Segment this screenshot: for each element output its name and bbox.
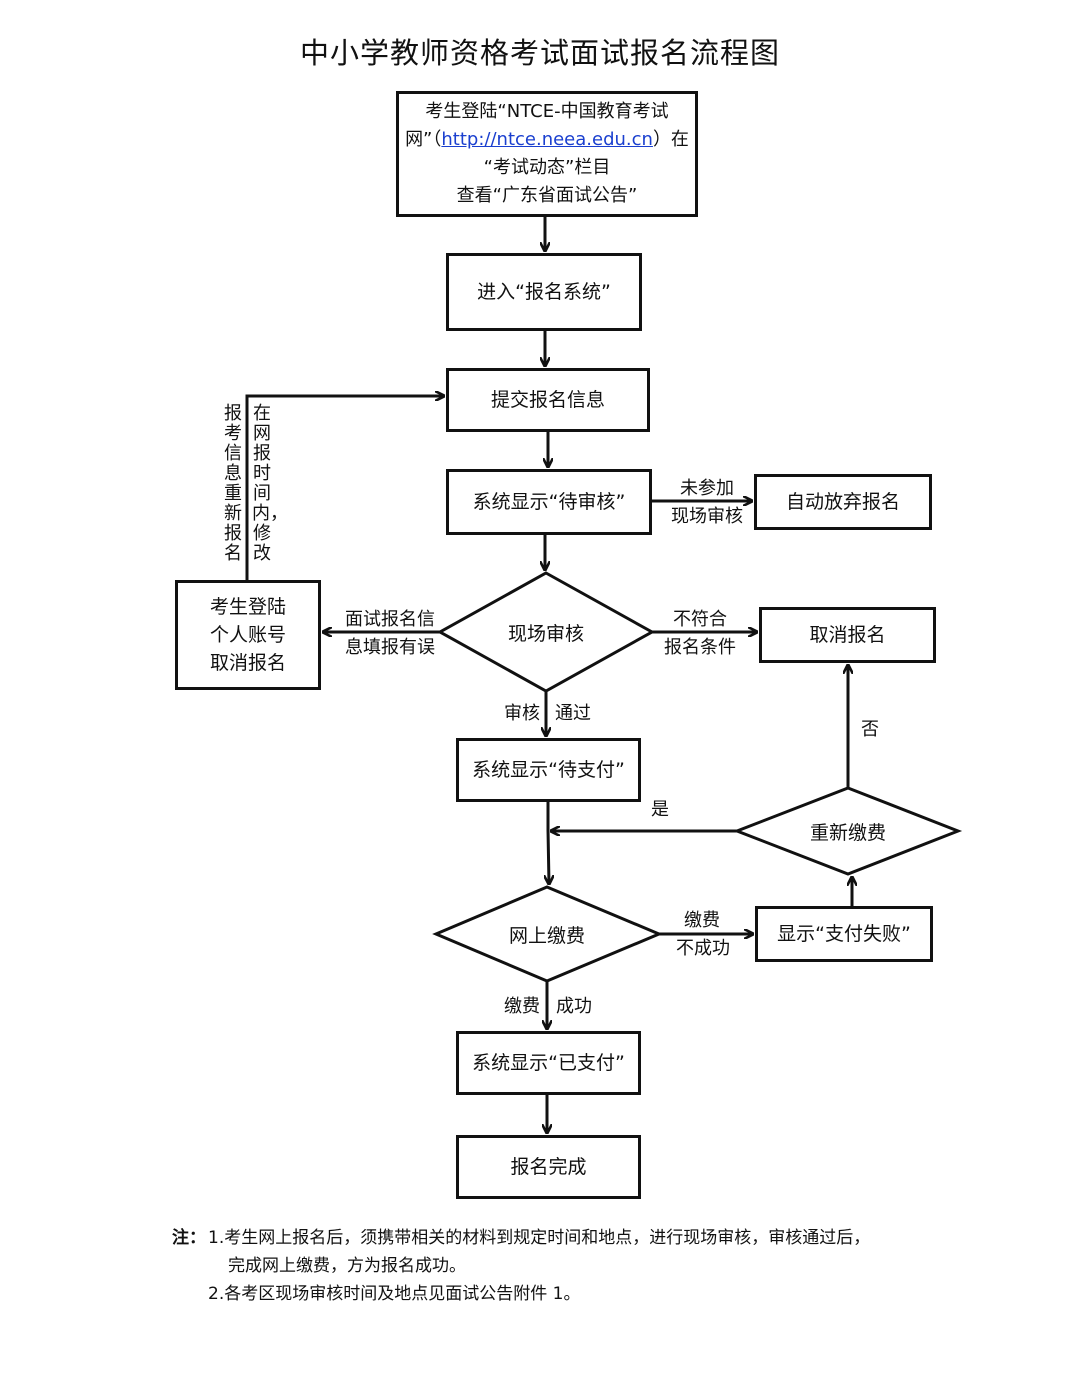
node-cancel-self: 考生登陆 个人账号 取消报名	[175, 580, 321, 690]
node-paid: 系统显示“已支付”	[456, 1031, 641, 1095]
label-not-meet-2: 报名条件	[664, 637, 736, 658]
node-pending-review: 系统显示“待审核”	[446, 469, 652, 535]
notes-item1-line1: 1.考生网上报名后，须携带相关的材料到规定时间和地点，进行现场审核，审核通过后，	[208, 1228, 871, 1248]
label-pay-ok-2: 成功	[556, 996, 592, 1017]
label-review-1: 审核	[504, 703, 540, 724]
node-complete: 报名完成	[456, 1135, 641, 1199]
cancel-self-line-2: 个人账号	[209, 624, 286, 646]
node-auto-abandon: 自动放弃报名	[754, 474, 932, 530]
diamond-repay	[732, 786, 963, 876]
cancel-self-line-3: 取消报名	[209, 652, 286, 674]
label-info-error-2: 息填报有误	[345, 637, 435, 658]
label-pay-fail-2: 不成功	[676, 938, 730, 959]
label-info-error-1: 面试报名信	[345, 609, 435, 630]
label-not-attend-1: 未参加	[680, 478, 734, 499]
node-onsite-review: 现场审核	[507, 623, 584, 645]
label-not-meet-1: 不符合	[673, 609, 727, 630]
node-pending-payment: 系统显示“待支付”	[456, 738, 641, 802]
notes-prefix: 注：	[172, 1228, 206, 1248]
node-enter-system: 进入“报名系统”	[446, 253, 642, 331]
start-line-3: “考试动态”栏目	[483, 157, 611, 178]
label-pay-ok-1: 缴费	[504, 996, 540, 1017]
ntce-link[interactable]: http://ntce.neea.edu.cn	[441, 129, 653, 150]
label-reenter-col1: 报考信息重新报名	[224, 403, 242, 564]
node-cancel-registration: 取消报名	[759, 607, 936, 663]
arrow-loop-to-submit	[245, 396, 444, 580]
start-line-2a: 网”（	[405, 129, 442, 150]
start-line-2: 网”（http://ntce.neea.edu.cn）在	[405, 126, 689, 154]
start-line-1: 考生登陆“NTCE-中国教育考试	[425, 101, 669, 122]
node-online-payment: 网上缴费	[508, 925, 585, 947]
label-not-attend-2: 现场审核	[671, 506, 743, 527]
node-payment-failed: 显示“支付失败”	[755, 906, 933, 962]
arrow-pending-payment-to-online	[548, 802, 549, 884]
start-line-2b: ）在	[652, 129, 689, 150]
page-title: 中小学教师资格考试面试报名流程图	[299, 36, 780, 70]
start-line-4: 查看“广东省面试公告”	[456, 185, 638, 206]
label-review-2: 通过	[555, 703, 591, 724]
label-pay-fail-1: 缴费	[684, 910, 720, 931]
cancel-self-line-1: 考生登陆	[209, 596, 286, 618]
node-submit-info: 提交报名信息	[446, 368, 650, 432]
node-repay: 重新缴费	[809, 822, 886, 844]
label-reenter-col2: 在网报时间内，修改	[252, 403, 288, 564]
node-start: 考生登陆“NTCE-中国教育考试 网”（http://ntce.neea.edu…	[396, 91, 698, 217]
label-no: 否	[861, 719, 879, 740]
notes-item1-line2: 完成网上缴费，方为报名成功。	[228, 1256, 466, 1276]
label-yes: 是	[651, 799, 669, 820]
notes-item2: 2.各考区现场审核时间及地点见面试公告附件 1。	[208, 1284, 581, 1304]
